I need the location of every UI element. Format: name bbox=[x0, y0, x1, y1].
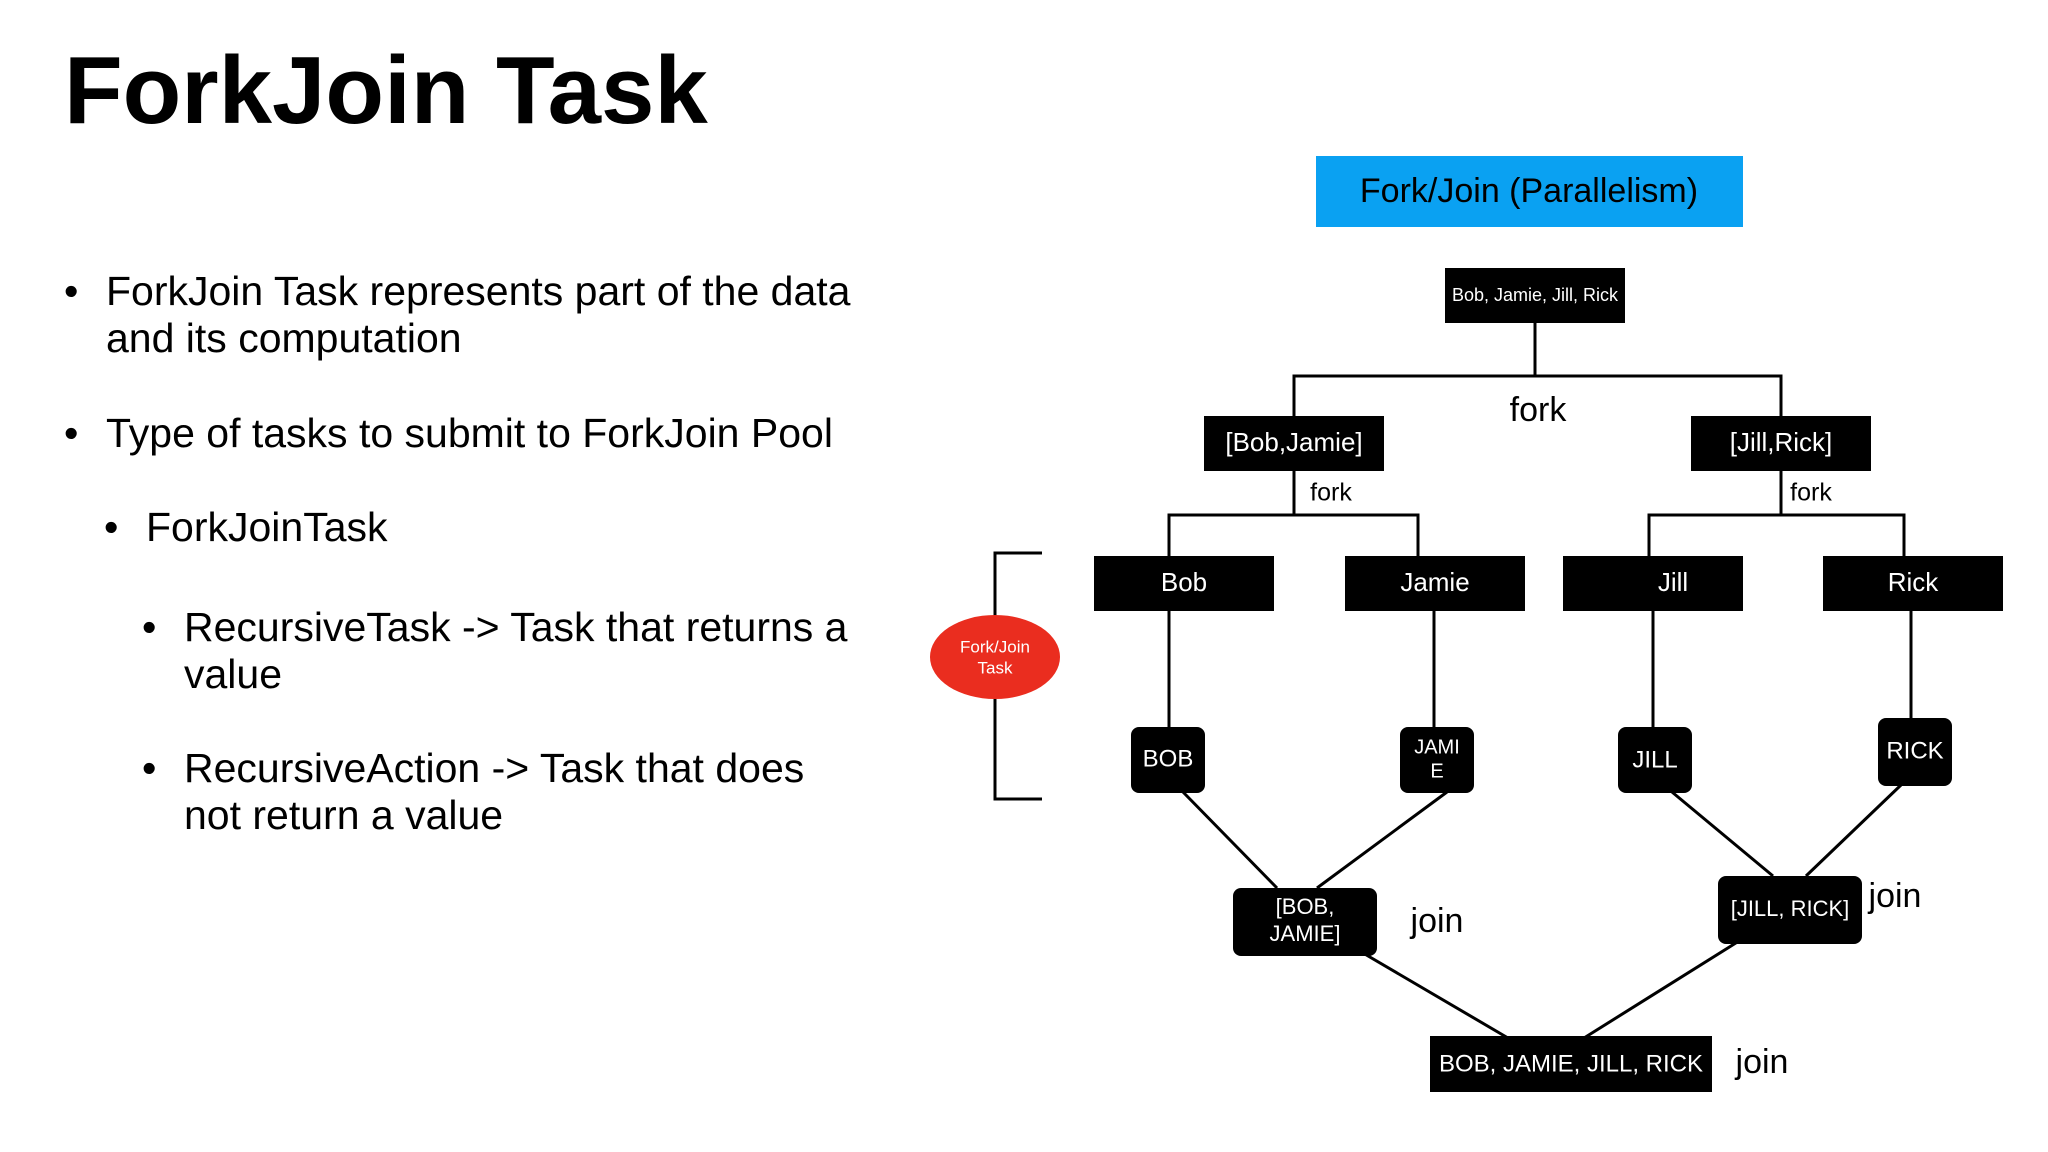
bullet-line: Type of tasks to submit to ForkJoin Pool bbox=[106, 410, 833, 456]
header-label: Fork/Join (Parallelism) bbox=[1360, 172, 1698, 210]
split-label-right: [Jill,Rick] bbox=[1730, 427, 1833, 457]
leaf-label-jamie: Jamie bbox=[1400, 567, 1469, 597]
joined-label-left: [BOB, bbox=[1276, 894, 1335, 919]
join-label: join bbox=[1735, 1043, 1789, 1081]
split-box-right bbox=[1691, 416, 1871, 471]
result-box-jill bbox=[1618, 727, 1692, 793]
result-label-jamie-2: E bbox=[1430, 760, 1443, 782]
split-box-left bbox=[1204, 416, 1384, 471]
leaf-box-rick bbox=[1823, 556, 2003, 611]
joined-label-right: [JILL, RICK] bbox=[1731, 896, 1850, 921]
bullet-text: Type of tasks to submit to ForkJoin Pool bbox=[106, 410, 906, 457]
result-label-jill: JILL bbox=[1632, 746, 1677, 773]
join-label: join bbox=[1410, 902, 1464, 940]
joined-label-left-2: JAMIE] bbox=[1270, 921, 1341, 946]
bullet-line: value bbox=[184, 651, 283, 697]
slide-title: ForkJoin Task bbox=[64, 37, 708, 144]
bullet-dot: • bbox=[64, 268, 79, 314]
fork-label: fork bbox=[1310, 479, 1352, 507]
connector bbox=[1167, 513, 1420, 556]
fork-label: fork bbox=[1510, 391, 1568, 429]
bullet-line: RecursiveAction -> Task that does bbox=[184, 745, 805, 791]
bullet-text: ForkJoinTask bbox=[146, 504, 946, 551]
leaf-label-jill: Jill bbox=[1658, 567, 1688, 597]
bullet-line: ForkJoin Task represents part of the dat… bbox=[106, 268, 851, 314]
final-box bbox=[1430, 1036, 1712, 1092]
bullet-line: ForkJoinTask bbox=[146, 504, 388, 550]
connector bbox=[1181, 790, 1279, 890]
connector-lines bbox=[993, 323, 1913, 1040]
bullet-dot: • bbox=[142, 604, 157, 650]
bullet-text: RecursiveAction -> Task that does not re… bbox=[184, 745, 984, 839]
connector bbox=[1647, 513, 1906, 556]
root-box bbox=[1445, 268, 1625, 323]
final-label: BOB, JAMIE, JILL, RICK bbox=[1439, 1050, 1703, 1077]
result-label-rick: RICK bbox=[1886, 737, 1943, 764]
leaf-box-jamie bbox=[1345, 556, 1525, 611]
split-label-left: [Bob,Jamie] bbox=[1225, 427, 1362, 457]
connector bbox=[1292, 374, 1783, 420]
result-box-jamie bbox=[1400, 727, 1474, 793]
join-label: join bbox=[1868, 877, 1922, 915]
connector bbox=[1804, 783, 1903, 878]
root-label: Bob, Jamie, Jill, Rick bbox=[1452, 285, 1619, 305]
result-box-rick bbox=[1878, 718, 1952, 786]
bullet-dot: • bbox=[104, 504, 119, 550]
leaf-box-jill bbox=[1563, 556, 1743, 611]
bullet-dot: • bbox=[64, 410, 79, 456]
header-box bbox=[1316, 156, 1743, 227]
bullet-text: ForkJoin Task represents part of the dat… bbox=[106, 268, 906, 362]
bullet-dot: • bbox=[142, 745, 157, 791]
connector bbox=[1362, 951, 1509, 1040]
connector bbox=[1671, 790, 1774, 878]
bullet-text: RecursiveTask -> Task that returns a val… bbox=[184, 604, 984, 698]
connector bbox=[1583, 939, 1740, 1040]
result-label-jamie: JAMI bbox=[1414, 736, 1460, 758]
leaf-label-bob: Bob bbox=[1161, 567, 1207, 597]
bullet-line: RecursiveTask -> Task that returns a bbox=[184, 604, 848, 650]
joined-box-left bbox=[1233, 888, 1377, 956]
leaf-label-rick: Rick bbox=[1888, 567, 1940, 597]
oval-label-line1: Fork/Join bbox=[960, 637, 1030, 656]
fork-label: fork bbox=[1790, 479, 1832, 507]
bullet-line: not return a value bbox=[184, 792, 504, 838]
connector bbox=[1316, 790, 1448, 890]
bullet-line: and its computation bbox=[106, 315, 462, 361]
joined-box-right bbox=[1718, 876, 1862, 944]
result-label-bob: BOB bbox=[1143, 745, 1194, 772]
leaf-box-bob bbox=[1094, 556, 1274, 611]
result-box-bob bbox=[1131, 727, 1205, 793]
oval-label-line2: Task bbox=[978, 658, 1013, 677]
forkjoin-task-oval bbox=[930, 615, 1060, 699]
